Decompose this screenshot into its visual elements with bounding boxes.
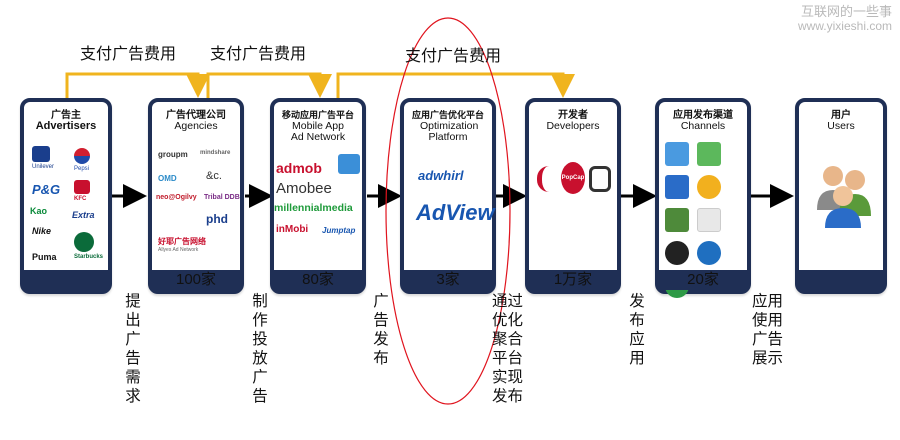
node-title: 应用发布渠道 Channels — [659, 110, 747, 132]
dev-logo-red-icon — [537, 166, 562, 192]
logo-nike: Nike — [32, 226, 52, 236]
logo-inmobi: inMobi — [276, 224, 309, 235]
node-count-agencies: 100家 — [175, 271, 217, 288]
motorola-icon — [665, 241, 689, 265]
node-title-cn: 广告代理公司 — [166, 110, 226, 121]
watermark-url: www.yixieshi.com — [797, 19, 892, 33]
payment-label-1: 支付广告费用 — [80, 46, 177, 63]
node-agencies: 广告代理公司 Agencies groupm mindshare OMD &c.… — [148, 98, 244, 294]
node-band — [799, 270, 883, 290]
logo-phd: phd — [206, 212, 228, 226]
node-title: 应用广告优化平台 Optimization Platform — [404, 110, 492, 143]
node-band — [24, 270, 108, 290]
payment-arrow-2 — [206, 72, 332, 98]
node-count-optimization: 3家 — [436, 271, 460, 288]
channel-gray-icon — [697, 208, 722, 232]
node-count-channels: 20家 — [687, 271, 719, 288]
logo-starbucks: Starbucks — [74, 232, 103, 260]
china-mobile-icon — [697, 241, 722, 265]
node-channels: 应用发布渠道 Channels — [655, 98, 751, 298]
channel-yellow-icon — [697, 175, 722, 199]
node-title: 移动应用广告平台 Mobile App Ad Network — [274, 110, 362, 143]
node-optimization-platform: 应用广告优化平台 Optimization Platform adwhirl A… — [400, 98, 496, 294]
logo-amobee: Amobee — [276, 180, 332, 197]
users-icon — [817, 166, 871, 228]
windows-marketplace-icon — [665, 175, 689, 199]
node-title: 广告主 Advertisers — [24, 110, 108, 132]
node-band — [659, 270, 747, 290]
node-title: 开发者 Developers — [529, 110, 617, 132]
logo-mindshare: mindshare — [200, 150, 231, 156]
node-title-en: Agencies — [174, 120, 218, 132]
node-users: 用户 Users — [795, 98, 887, 294]
logo-omd: OMD — [158, 174, 177, 183]
logo-adview: AdView — [416, 200, 495, 225]
node-title-en: Mobile App Ad Network — [290, 120, 346, 143]
node-title-en: Optimization Platform — [420, 120, 479, 143]
logo-puma: Puma — [32, 252, 57, 262]
node-ad-network: 移动应用广告平台 Mobile App Ad Network admob Amo… — [270, 98, 366, 294]
node-count-ad-network: 80家 — [302, 271, 334, 288]
channel-icon-grid — [663, 140, 747, 305]
node-title-en: Channels — [680, 120, 726, 132]
node-title-cn: 移动应用广告平台 — [281, 110, 354, 120]
logo-extra: Extra — [72, 210, 95, 220]
node-count-developers: 1万家 — [553, 271, 593, 288]
node-title: 用户 Users — [799, 110, 883, 132]
logo-millennialmedia: millennialmedia — [274, 202, 353, 214]
android-market-icon — [697, 142, 722, 166]
ad-network-app-icon — [338, 154, 360, 174]
channel-green-icon — [665, 208, 689, 232]
payment-arrow-3 — [336, 72, 575, 98]
step-label-4: 通过优化聚合平台实现发布 — [492, 293, 524, 405]
node-title-cn: 广告主 — [51, 110, 81, 121]
logo-andc: &c. — [206, 170, 222, 182]
app-store-icon — [665, 142, 689, 166]
node-title-cn: 应用发布渠道 — [673, 110, 733, 121]
node-title-en: Advertisers — [35, 120, 97, 132]
logo-admob: admob — [276, 160, 322, 176]
highlight-ellipse — [385, 17, 511, 405]
logo-kao: Kao — [30, 206, 48, 216]
payment-label-3: 支付广告费用 — [405, 48, 502, 65]
payment-arrow-1 — [65, 72, 210, 98]
node-band — [152, 270, 240, 290]
watermark-cn: 互联网的一些事 — [800, 4, 892, 19]
node-title-cn: 开发者 — [558, 110, 588, 121]
step-label-6: 应用使用广告展示 — [752, 293, 784, 367]
logo-jumptap: Jumptap — [322, 226, 356, 235]
step-label-2: 制作投放广告 — [252, 293, 268, 405]
node-title-en: Developers — [546, 120, 600, 132]
logo-kfc: KFC — [74, 180, 90, 202]
logo-popcap: PopCap — [561, 162, 585, 194]
step-label-1: 提出广告需求 — [125, 293, 141, 405]
node-advertisers: 广告主 Advertisers Unilever Pepsi P&G KFC K… — [20, 98, 112, 294]
logo-unilever: Unilever — [32, 146, 54, 170]
node-band — [274, 270, 362, 290]
node-title-cn: 用户 — [831, 110, 851, 121]
logo-pg: P&G — [32, 182, 61, 197]
node-title-en: Users — [827, 120, 855, 132]
dev-logo-gray-icon — [589, 166, 611, 192]
node-title-cn: 应用广告优化平台 — [411, 110, 484, 120]
node-band — [404, 270, 492, 290]
node-band — [529, 270, 617, 290]
watermark: 互联网的一些事 www.yixieshi.com — [798, 4, 892, 34]
node-developers: 开发者 Developers PopCap — [525, 98, 621, 294]
logo-pepsi: Pepsi — [74, 148, 90, 172]
payment-label-2: 支付广告费用 — [210, 46, 307, 63]
logo-allyes: 好耶广告网络 Allyes Ad Network — [158, 237, 206, 253]
step-label-5: 发布应用 — [629, 293, 645, 367]
logo-tribal-ddb: Tribal DDB — [204, 194, 240, 201]
step-label-3: 广告发布 — [373, 293, 389, 367]
logo-groupm: groupm — [158, 150, 188, 159]
node-title: 广告代理公司 Agencies — [152, 110, 240, 132]
logo-neo-ogilvy: neo@Ogilvy — [156, 194, 197, 201]
logo-adwhirl: adwhirl — [418, 168, 464, 183]
